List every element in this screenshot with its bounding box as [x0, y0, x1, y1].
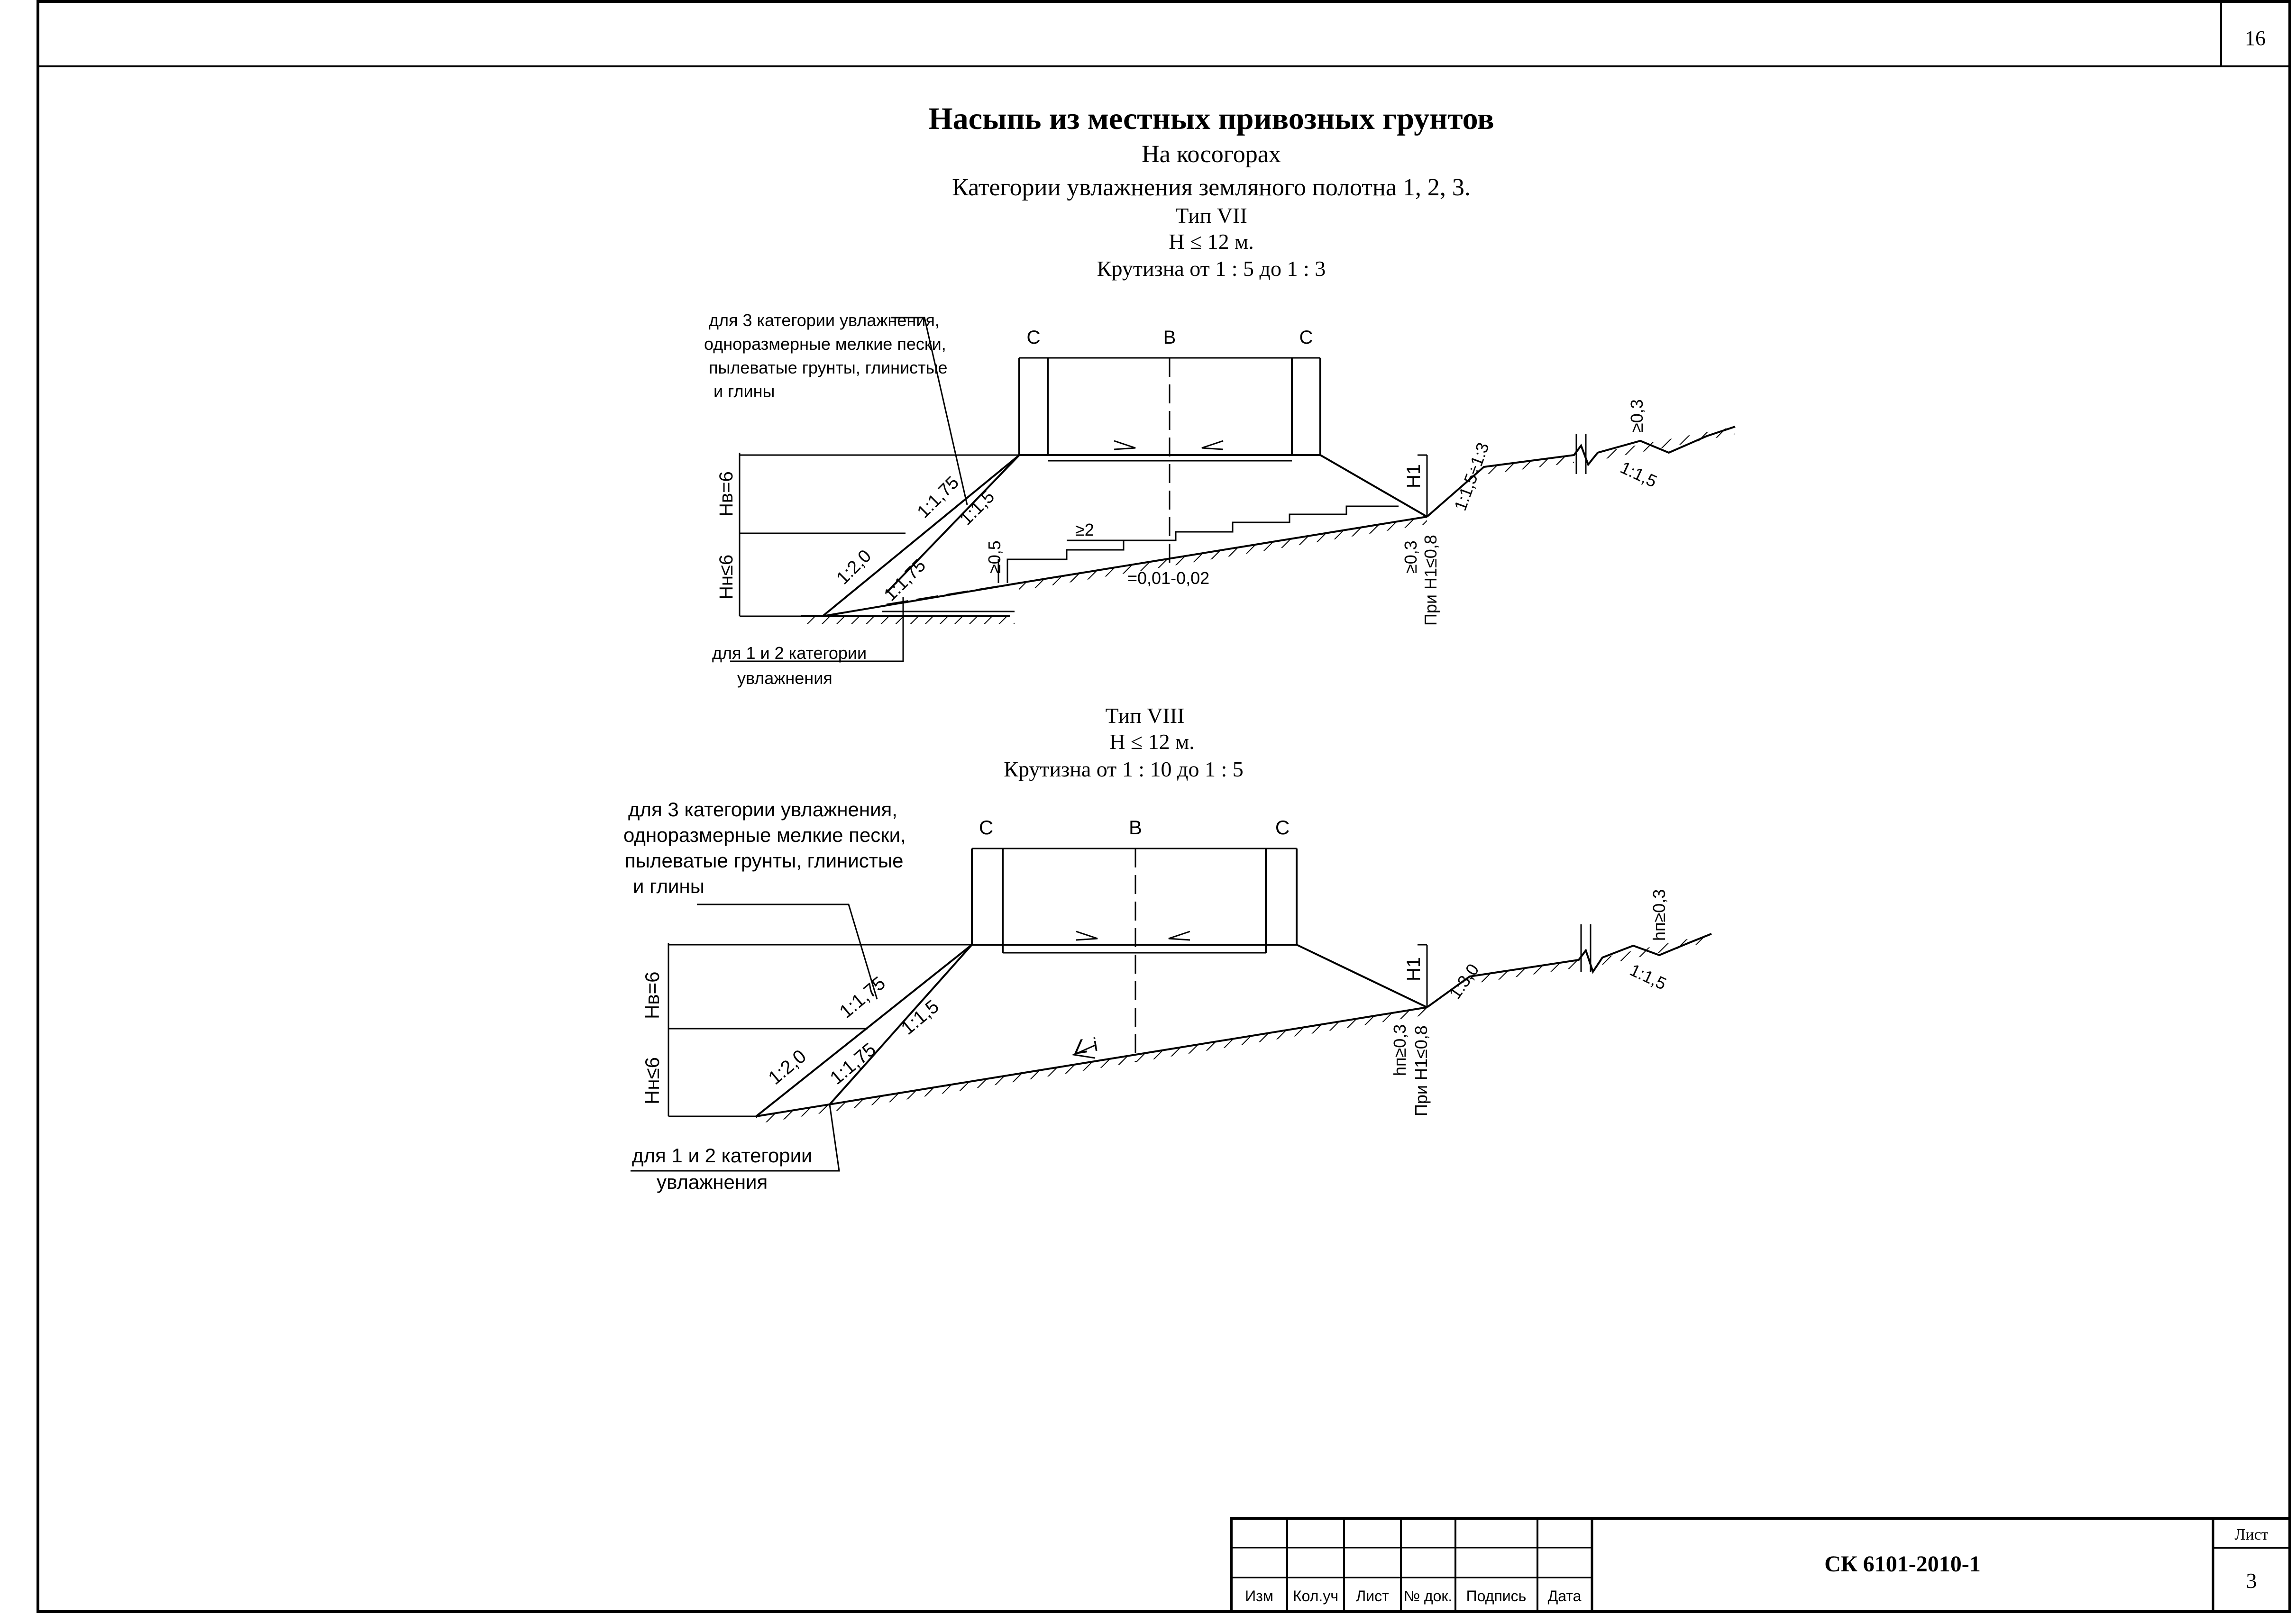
type7-berm-height: ≥0,3: [1627, 399, 1647, 432]
type8-berm-slope: 1:1,5: [1627, 960, 1670, 994]
tb-header-data: Дата: [1548, 1588, 1582, 1605]
category-line: Категории увлажнения земляного полотна 1…: [952, 174, 1471, 201]
tb-header-list: Лист: [1356, 1588, 1389, 1605]
type8-note-top-line-3: пылеватые грунты, глинистые: [625, 849, 904, 872]
type7-note-top-line-1: для 3 категории увлажнения,: [709, 310, 940, 330]
type7-embankment: [730, 317, 1736, 662]
type8-note-bottom-line-1: для 1 и 2 категории: [632, 1144, 813, 1167]
type8-note-bottom-line-2: увлажнения: [657, 1171, 768, 1193]
title-block-text: Изм Кол.уч Лист № док. Подпись Дата: [1245, 1588, 1581, 1605]
type8-note-top-line-2: одноразмерные мелкие пески,: [623, 824, 906, 846]
type8-steepness: Крутизна от 1 : 10 до 1 : 5: [1004, 757, 1243, 781]
type7-cond-b: При H1≤0,8: [1421, 535, 1440, 626]
type8-label-b: В: [1129, 816, 1142, 839]
type7-bench-width: ≥2: [1075, 520, 1094, 539]
type8-cond-a: hп≥0,3: [1390, 1024, 1409, 1076]
tb-header-doc: № док.: [1404, 1588, 1453, 1605]
type8-note-top-line-4: и глины: [633, 875, 704, 897]
type8-type-label: Тип VIII: [1106, 703, 1185, 728]
type7-note-bottom-line-2: увлажнения: [737, 668, 832, 688]
tb-header-podpis: Подпись: [1466, 1588, 1527, 1605]
type7-note-top-line-2: одноразмерные мелкие пески,: [704, 334, 946, 354]
type8-h1: H1: [1403, 957, 1424, 981]
type8-hn: Hн≤6: [641, 1057, 663, 1104]
type7-label-c-right: С: [1299, 327, 1313, 348]
type8-label-c-left: С: [979, 816, 993, 839]
type7-note-top-line-3: пылеватые грунты, глинистые: [709, 358, 948, 377]
type7-slope-15: 1:1,5: [956, 487, 998, 529]
sheet-subtitle: На косогорах: [1142, 141, 1281, 168]
type8-embankment: [631, 848, 1712, 1172]
title-block: [1230, 1517, 2291, 1613]
sheet-frame: [37, 0, 2291, 1613]
type7-steepness: Крутизна от 1 : 5 до 1 : 3: [1097, 256, 1326, 281]
type7-hb: Hв=6: [716, 471, 737, 517]
type8-label-c-right: С: [1275, 816, 1290, 839]
type7-section: Тип VII H ≤ 12 м. Крутизна от 1 : 5 до 1…: [704, 203, 1736, 688]
tb-header-kol-uch: Кол.уч: [1293, 1588, 1338, 1605]
type8-ground-hatch: [756, 934, 1711, 1124]
type8-slope-20: 1:2,0: [765, 1046, 810, 1089]
type7-type-label: Тип VII: [1175, 203, 1247, 228]
type8-base-slope: ∠ i: [1070, 1034, 1099, 1059]
type7-ground-hatch: [806, 427, 1735, 624]
type7-slope-175-upper: 1:1,75: [914, 473, 963, 522]
tb-sheet-label: Лист: [2234, 1526, 2268, 1543]
type8-slope-175-lower: 1:1,75: [826, 1039, 880, 1089]
type7-bench-slope: =0,01-0,02: [1127, 568, 1209, 588]
type7-cond-a: ≥0,3: [1401, 540, 1420, 574]
type7-hn: Hн≤6: [716, 555, 737, 600]
type8-berm-height: hп≥0,3: [1649, 889, 1669, 941]
tb-header-izm: Изм: [1245, 1588, 1273, 1605]
type7-height-limit: H ≤ 12 м.: [1169, 229, 1254, 254]
type8-section: Тип VIII H ≤ 12 м. Крутизна от 1 : 10 до…: [623, 703, 1712, 1193]
type7-h1: H1: [1403, 464, 1424, 488]
type7-ditch-slope: 1:1,5÷1:3: [1450, 440, 1493, 513]
type7-label-b: В: [1163, 327, 1176, 348]
type8-height-limit: H ≤ 12 м.: [1109, 730, 1195, 754]
tb-sheet-number: 3: [2246, 1569, 2257, 1593]
type7-bench-height: ≥0,5: [985, 540, 1004, 574]
type7-note-top-line-4: и глины: [713, 382, 775, 401]
type7-berm-slope: 1:1,5: [1618, 457, 1660, 491]
sheet-title: Насыпь из местных привозных грунтов: [928, 101, 1494, 136]
type8-note-top-line-1: для 3 категории увлажнения,: [628, 798, 897, 821]
type8-cond-b: При H1≤0,8: [1411, 1025, 1431, 1116]
page-number: 16: [2245, 27, 2266, 50]
type7-slope-20: 1:2,0: [833, 546, 875, 588]
type8-slope-175-upper: 1:1,75: [836, 973, 889, 1022]
type7-label-c-left: С: [1027, 327, 1041, 348]
type8-hb: Hв=6: [641, 971, 663, 1019]
type7-note-bottom-line-1: для 1 и 2 категории: [712, 643, 867, 663]
document-code: СК 6101-2010-1: [1824, 1551, 1980, 1577]
